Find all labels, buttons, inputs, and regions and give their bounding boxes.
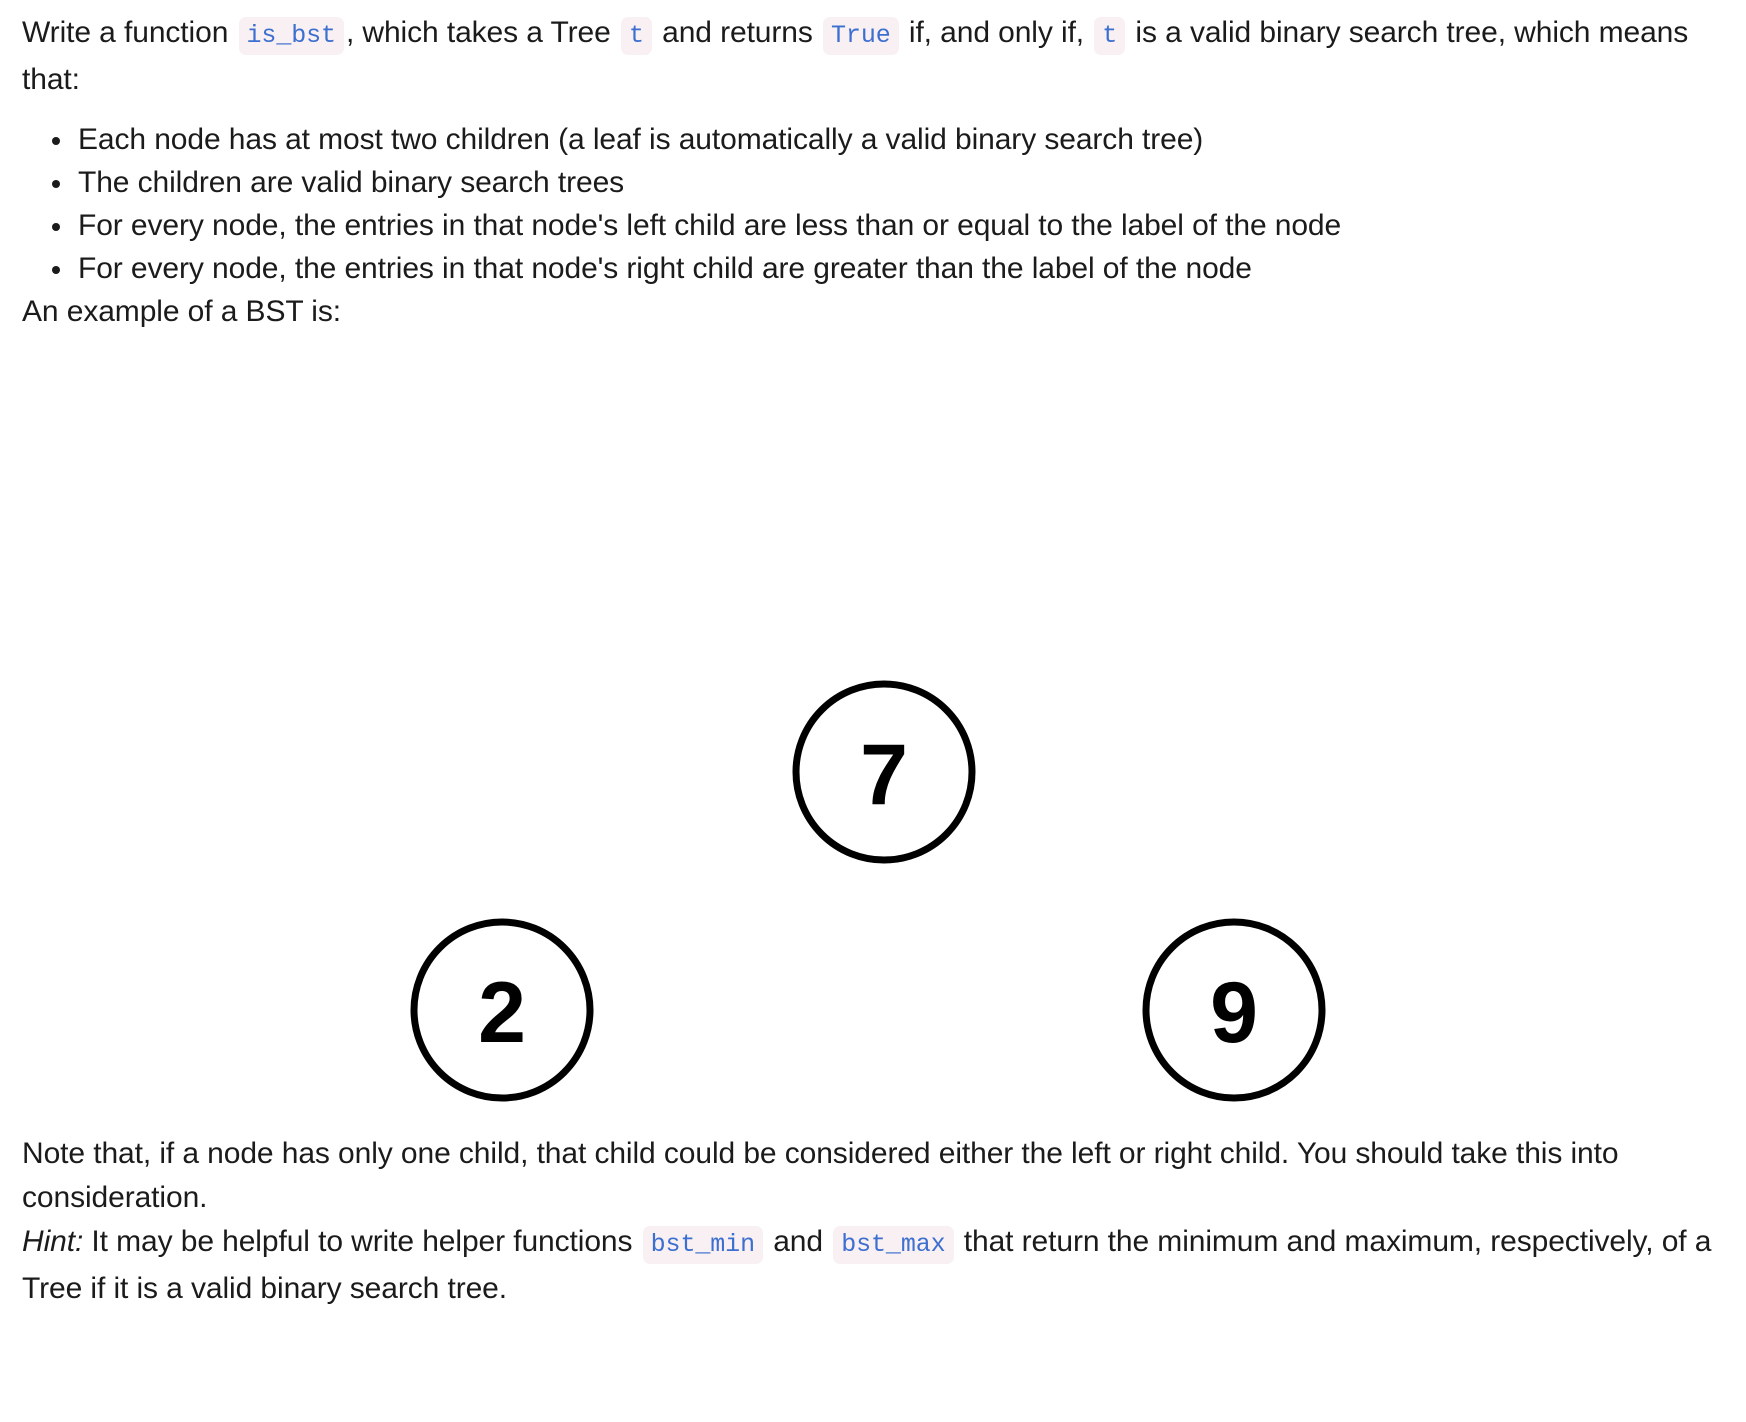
hint-paragraph: Hint: It may be helpful to write helper … <box>22 1220 1724 1311</box>
code-t-subject: t <box>1094 17 1126 55</box>
list-item: For every node, the entries in that node… <box>52 247 1724 290</box>
intro-text-part2: , which takes a Tree <box>345 16 619 49</box>
intro-text-part4: if, and only if, <box>900 16 1093 49</box>
bst-diagram-svg: 7 2 9 1 5 <box>410 680 1326 1102</box>
intro-text-part1: Write a function <box>22 16 237 49</box>
hint-lead: Hint: <box>22 1225 84 1258</box>
node-9: 9 <box>1142 918 1326 1102</box>
list-item: The children are valid binary search tre… <box>52 161 1724 204</box>
list-item: For every node, the entries in that node… <box>52 204 1724 247</box>
list-item: Each node has at most two children (a le… <box>52 118 1724 161</box>
bst-nodes: 7 2 9 1 5 <box>410 680 1326 1102</box>
intro-paragraph: Write a function is_bst, which takes a T… <box>22 0 1724 102</box>
example-caption: An example of a BST is: <box>22 295 341 328</box>
node-label: 2 <box>478 965 526 1061</box>
intro-text-part5: is a valid binary search tree, which mea… <box>22 16 1689 96</box>
hint-text-part1: It may be helpful to write helper functi… <box>83 1225 641 1258</box>
code-bst-max: bst_max <box>833 1226 954 1264</box>
node-circle <box>1142 918 1326 1102</box>
note-paragraph: Note that, if a node has only one child,… <box>22 1137 1619 1214</box>
code-bst-min: bst_min <box>642 1226 763 1264</box>
bst-rules-list: Each node has at most two children (a le… <box>22 118 1724 290</box>
node-7: 7 <box>792 680 976 864</box>
intro-text-part3: and returns <box>653 16 822 49</box>
hint-text-part3: that return the minimum and maximum, res… <box>22 1225 1712 1305</box>
code-true: True <box>823 17 899 55</box>
bst-diagram: 7 2 9 1 5 <box>22 342 1724 1132</box>
node-2: 2 <box>410 918 594 1102</box>
code-is-bst: is_bst <box>238 17 344 55</box>
node-label: 9 <box>1210 965 1258 1061</box>
hint-text-part2: and <box>764 1225 832 1258</box>
node-circle <box>792 680 976 864</box>
node-label: 7 <box>860 727 908 823</box>
code-t-param: t <box>620 17 652 55</box>
node-circle <box>410 918 594 1102</box>
